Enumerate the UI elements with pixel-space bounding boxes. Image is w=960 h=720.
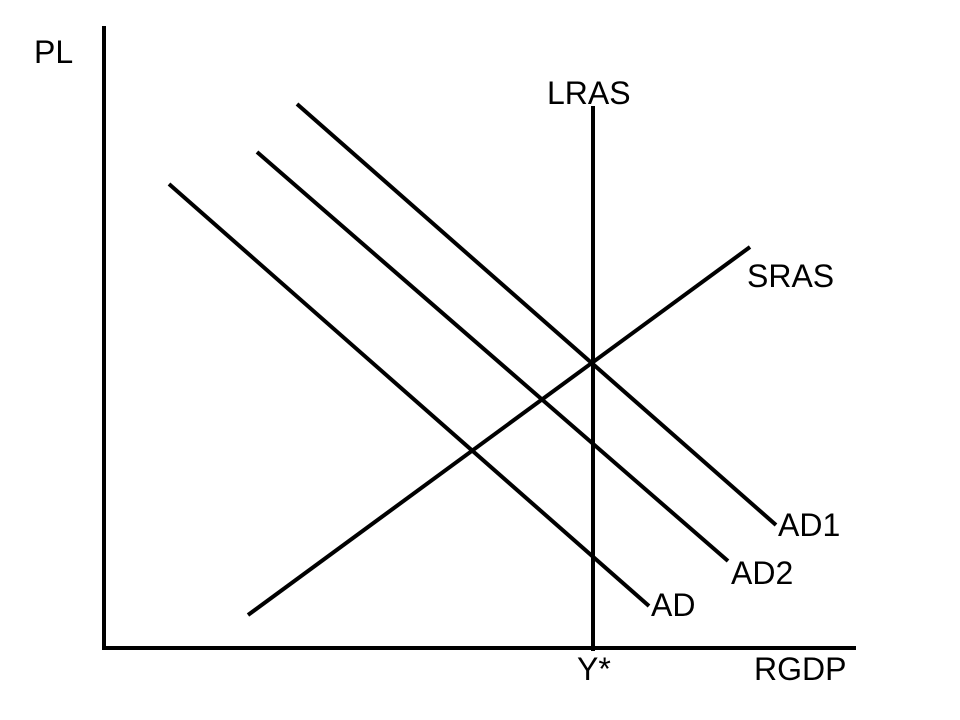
x-tick-label: Y* xyxy=(577,651,611,687)
ad-label: AD xyxy=(651,587,695,623)
ad2-label: AD2 xyxy=(731,555,793,591)
x-axis-label: RGDP xyxy=(754,651,846,687)
lras-label: LRAS xyxy=(547,75,631,111)
ad1-label: AD1 xyxy=(778,507,840,543)
sras-curve xyxy=(246,245,752,617)
y-axis-label: PL xyxy=(34,34,73,70)
ad2-curve xyxy=(255,150,730,563)
ad-curve xyxy=(167,182,651,608)
sras-label: SRAS xyxy=(747,258,834,294)
ad1-curve xyxy=(295,102,778,527)
